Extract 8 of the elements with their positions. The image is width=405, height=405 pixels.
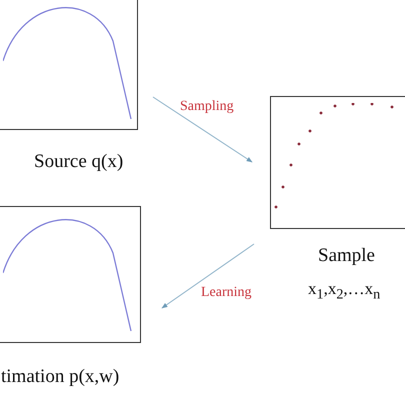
plot-caption: x$_{1}$,x$_{2}$,…x$_{n}$ xyxy=(308,280,380,302)
edge-label: Learning xyxy=(201,286,252,300)
plot-caption: timation p(x,w) xyxy=(1,367,120,386)
arrow xyxy=(162,244,254,308)
plot-caption: Sample xyxy=(318,246,375,265)
arrow xyxy=(152,96,252,162)
plot-caption: Source q(x) xyxy=(34,152,124,171)
edge-label: Sampling xyxy=(180,100,234,114)
